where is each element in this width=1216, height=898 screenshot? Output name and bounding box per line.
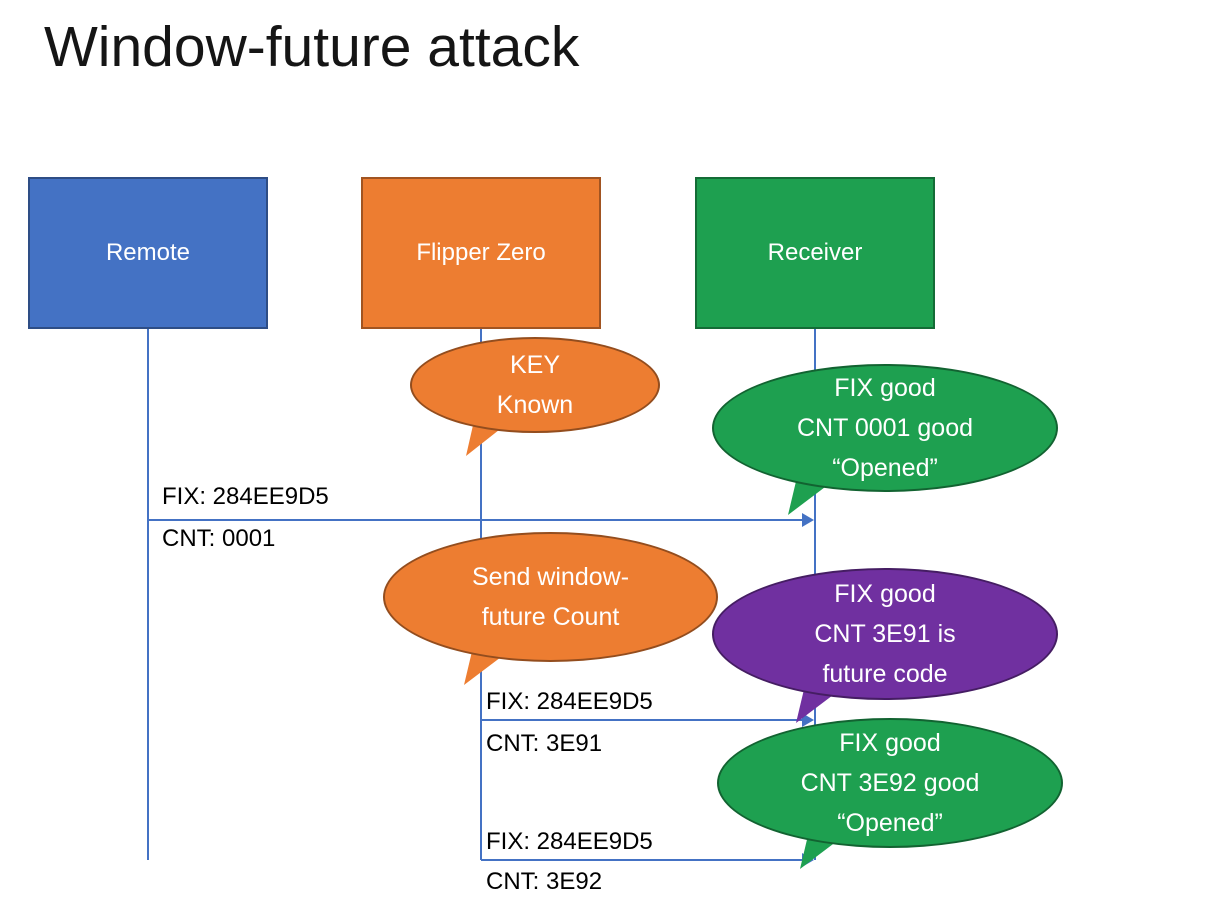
actor-label-remote: Remote: [105, 239, 191, 266]
bubble-line: CNT 0001 good: [796, 414, 974, 442]
actor-label-receiver: Receiver: [767, 239, 863, 266]
actor-label-flipper-zero: Flipper Zero: [416, 239, 546, 266]
speech-bubble-cnt-3e91-future: FIX good CNT 3E91 is future code: [712, 568, 1058, 700]
message-arrow-2: [481, 719, 804, 721]
message-2-fix-label: FIX: 284EE9D5: [486, 688, 653, 715]
actor-box-receiver: Receiver: [695, 177, 935, 329]
message-2-cnt-label: CNT: 3E91: [486, 730, 603, 757]
arrowhead-icon: [802, 513, 814, 527]
speech-bubble-cnt-3e92-good: FIX good CNT 3E92 good “Opened”: [717, 718, 1063, 848]
message-3-fix-label: FIX: 284EE9D5: [486, 828, 653, 855]
actor-box-remote: Remote: [28, 177, 268, 329]
bubble-line: CNT 3E92 good: [800, 769, 980, 797]
speech-bubble-send-window-future: Send window- future Count: [383, 532, 718, 662]
bubble-line: Send window-: [471, 563, 630, 591]
bubble-line: CNT 3E91 is: [814, 620, 956, 648]
bubble-line: “Opened”: [832, 454, 938, 482]
message-arrow-1: [148, 519, 804, 521]
arrowhead-icon: [802, 713, 814, 727]
bubble-line: “Opened”: [837, 809, 943, 837]
bubble-line: future Count: [481, 603, 620, 631]
speech-bubble-cnt-0001-good: FIX good CNT 0001 good “Opened”: [712, 364, 1058, 492]
message-3-cnt-label: CNT: 3E92: [486, 868, 603, 895]
bubble-line: FIX good: [834, 580, 936, 608]
bubble-line: Known: [496, 391, 574, 419]
message-1-fix-label: FIX: 284EE9D5: [162, 483, 329, 510]
bubble-line: future code: [822, 660, 948, 688]
actor-box-flipper-zero: Flipper Zero: [361, 177, 601, 329]
bubble-line: FIX good: [839, 729, 941, 757]
bubble-line: FIX good: [834, 374, 936, 402]
bubble-line: KEY: [509, 351, 561, 379]
lifeline-remote: [147, 329, 149, 860]
slide-title: Window-future attack: [44, 15, 580, 79]
message-arrow-3: [481, 859, 804, 861]
message-1-cnt-label: CNT: 0001: [162, 525, 276, 552]
speech-bubble-key-known: KEY Known: [410, 337, 660, 433]
